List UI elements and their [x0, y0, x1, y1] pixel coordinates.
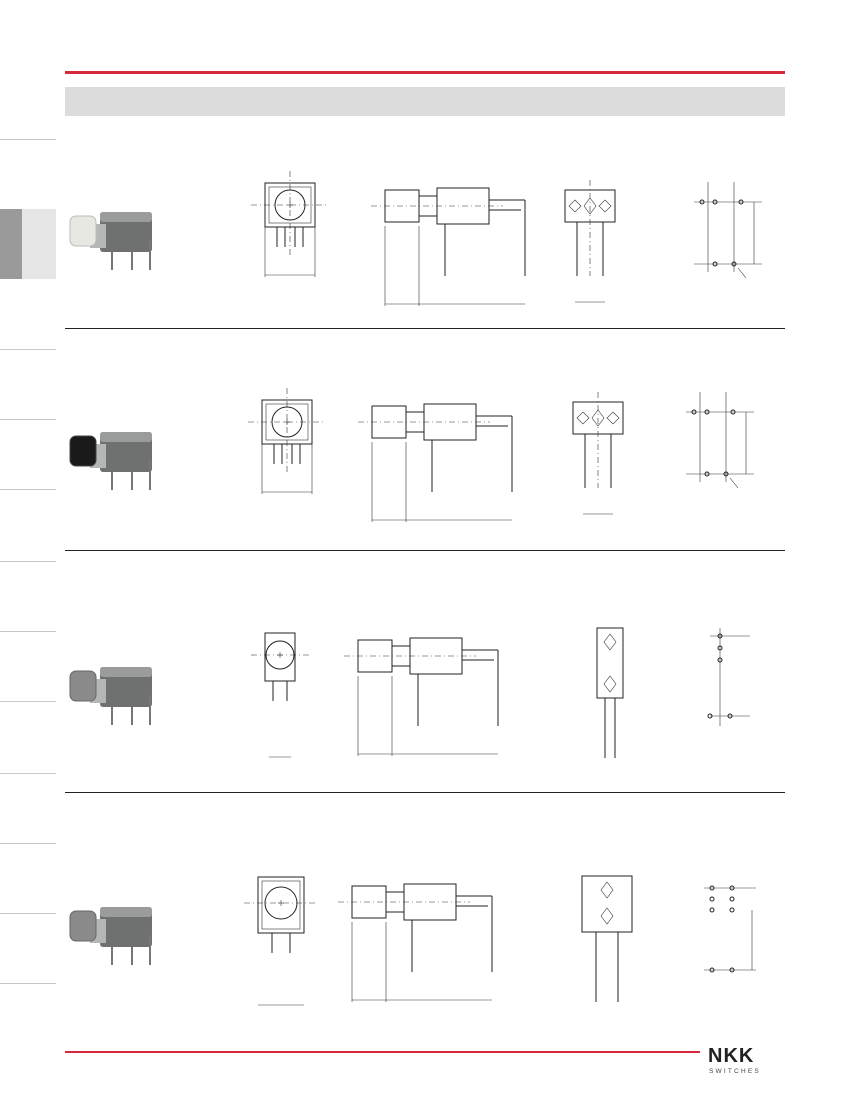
logo-brand: NKK [708, 1045, 754, 1067]
title-bar [65, 87, 785, 116]
side-tab-active-marker [0, 209, 22, 279]
front-view-row-3 [251, 632, 309, 758]
header-rule [65, 71, 785, 74]
side-tab-divider [0, 139, 56, 140]
pcb-view-row-2 [685, 391, 755, 489]
front-view-row-1 [250, 170, 330, 278]
row-separator [65, 550, 785, 551]
side-view-row-2 [357, 403, 513, 523]
side-tab-divider [0, 631, 56, 632]
front-view-row-2 [247, 387, 327, 495]
side-tab-divider [0, 843, 56, 844]
side-view-row-3 [343, 637, 499, 757]
product-photo-row-4 [69, 906, 153, 966]
side-tab-divider [0, 701, 56, 702]
row-1-drawings [69, 170, 763, 307]
bottom-view-row-3 [596, 627, 624, 758]
side-tab-divider [0, 349, 56, 350]
pcb-view-row-3 [707, 628, 750, 726]
bottom-view-row-4 [581, 875, 633, 1002]
side-tab-divider [0, 913, 56, 914]
logo-sub: SWITCHES [709, 1068, 761, 1075]
side-tab-divider [0, 489, 56, 490]
row-separator [65, 792, 785, 793]
footer-rule [65, 1051, 700, 1053]
side-tab-divider [0, 419, 56, 420]
row-3-drawings [69, 627, 750, 758]
bottom-view-row-1 [564, 179, 616, 303]
pcb-view-row-4 [704, 885, 756, 973]
side-view-row-4 [337, 883, 493, 1003]
pcb-view-row-1 [693, 181, 763, 279]
front-view-row-4 [244, 876, 318, 1006]
bottom-view-row-2 [572, 391, 624, 515]
side-view-row-1 [370, 187, 526, 307]
row-4-drawings [69, 875, 756, 1006]
row-separator [65, 328, 785, 329]
product-photo-row-3 [69, 666, 153, 726]
row-2-drawings [69, 387, 755, 523]
side-tab-divider [0, 773, 56, 774]
nkk-logo: NKK SWITCHES [708, 1045, 761, 1075]
side-tab-divider [0, 983, 56, 984]
product-photo-row-2 [69, 431, 153, 491]
side-tab-divider [0, 561, 56, 562]
product-photo-row-1 [69, 211, 153, 271]
